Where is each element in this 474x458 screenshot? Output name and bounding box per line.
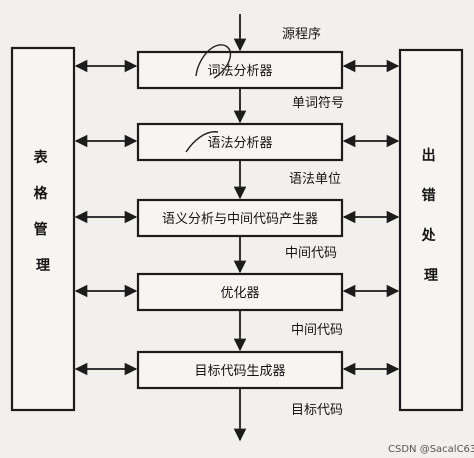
error-char-1: 出: [422, 147, 436, 164]
pen-scribble-parser: [185, 131, 219, 153]
table-management-box: 表 格 管 理: [10, 46, 76, 412]
codegen-label: 目标代码生成器: [194, 364, 285, 379]
parser-box: 语法分析器: [136, 122, 344, 162]
parser-label: 语法分析器: [207, 136, 272, 151]
table-char-3: 管: [34, 221, 48, 238]
table-char-4: 理: [36, 258, 50, 274]
error-char-3: 处: [421, 227, 437, 244]
error-handling-label: 出 错 处 理: [421, 147, 441, 284]
edge-label-syntax-units: 语法单位: [289, 172, 341, 187]
edge-label-source: 源程序: [282, 27, 321, 42]
lexer-box: 词法分析器: [136, 50, 344, 90]
error-char-2: 错: [422, 187, 436, 204]
pen-scribble-lexer: [195, 44, 232, 79]
optimizer-label: 优化器: [220, 286, 259, 301]
error-handling-box: 出 错 处 理: [398, 48, 464, 412]
edge-label-words: 单词符号: [292, 95, 344, 111]
optimizer-box: 优化器: [136, 272, 344, 312]
table-char-1: 表: [33, 149, 49, 166]
codegen-box: 目标代码生成器: [136, 350, 344, 390]
table-char-2: 格: [34, 185, 49, 202]
edge-label-target: 目标代码: [291, 403, 343, 418]
watermark: CSDN @SacalC63: [388, 444, 474, 455]
edge-label-ir2: 中间代码: [291, 323, 343, 338]
semantic-box: 语义分析与中间代码产生器: [136, 198, 344, 238]
table-management-label: 表 格 管 理: [33, 149, 53, 274]
lexer-label: 词法分析器: [207, 64, 272, 79]
semantic-label: 语义分析与中间代码产生器: [162, 212, 318, 227]
error-char-4: 理: [424, 268, 438, 284]
edge-label-ir1: 中间代码: [285, 246, 337, 261]
